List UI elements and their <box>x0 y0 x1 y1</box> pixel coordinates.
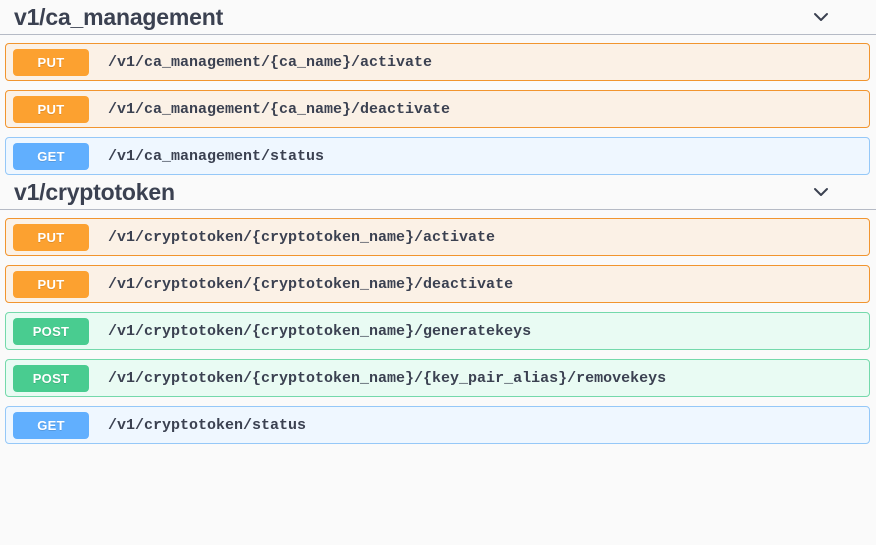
operation-path: /v1/cryptotoken/{cryptotoken_name}/activ… <box>108 228 496 246</box>
operation-row[interactable]: PUT/v1/ca_management/{ca_name}/deactivat… <box>5 90 870 128</box>
tag-title: v1/ca_management <box>14 3 224 30</box>
operation-row[interactable]: PUT/v1/cryptotoken/{cryptotoken_name}/ac… <box>5 218 870 256</box>
operation-path: /v1/cryptotoken/{cryptotoken_name}/{key_… <box>108 369 667 387</box>
operations-list: PUT/v1/cryptotoken/{cryptotoken_name}/ac… <box>0 218 876 444</box>
operation-row[interactable]: PUT/v1/cryptotoken/{cryptotoken_name}/de… <box>5 265 870 303</box>
http-method-badge: POST <box>13 364 89 392</box>
tag-header-v1-ca-management[interactable]: v1/ca_management <box>0 0 876 34</box>
http-method-badge: POST <box>13 317 89 345</box>
operation-row[interactable]: POST/v1/cryptotoken/{cryptotoken_name}/{… <box>5 359 870 397</box>
operation-row[interactable]: PUT/v1/ca_management/{ca_name}/activate <box>5 43 870 81</box>
http-method-badge: PUT <box>13 48 89 76</box>
operation-path: /v1/cryptotoken/status <box>108 416 307 434</box>
http-method-badge: PUT <box>13 223 89 251</box>
chevron-down-icon[interactable] <box>808 179 834 205</box>
operation-row[interactable]: POST/v1/cryptotoken/{cryptotoken_name}/g… <box>5 312 870 350</box>
http-method-badge: GET <box>13 411 89 439</box>
tag-header-v1-cryptotoken[interactable]: v1/cryptotoken <box>0 175 876 209</box>
tag-title: v1/cryptotoken <box>14 178 175 205</box>
http-method-badge: PUT <box>13 270 89 298</box>
operation-row[interactable]: GET/v1/cryptotoken/status <box>5 406 870 444</box>
chevron-down-icon[interactable] <box>808 4 834 30</box>
operation-path: /v1/ca_management/{ca_name}/deactivate <box>108 100 451 118</box>
operation-path: /v1/cryptotoken/{cryptotoken_name}/gener… <box>108 322 532 340</box>
operation-path: /v1/ca_management/{ca_name}/activate <box>108 53 433 71</box>
operation-row[interactable]: GET/v1/ca_management/status <box>5 137 870 175</box>
http-method-badge: GET <box>13 142 89 170</box>
tag-divider <box>0 209 876 210</box>
tag-divider <box>0 34 876 35</box>
operation-path: /v1/cryptotoken/{cryptotoken_name}/deact… <box>108 275 514 293</box>
http-method-badge: PUT <box>13 95 89 123</box>
operation-path: /v1/ca_management/status <box>108 147 325 165</box>
